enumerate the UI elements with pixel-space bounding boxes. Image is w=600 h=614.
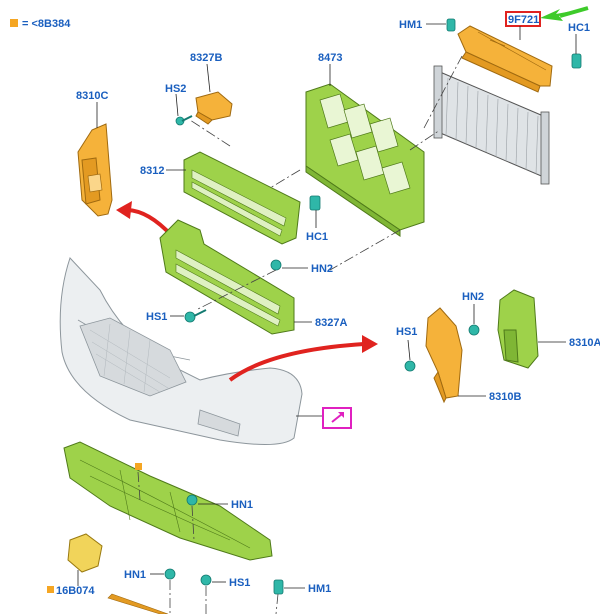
hc1-clip-mid: HC1 [306,195,328,243]
part-lower-shield [63,441,273,561]
hn2-nut-right: HN2 [462,291,484,336]
label-8327b: 8327B [190,52,222,64]
magenta-marker [322,407,352,429]
label-hm1-bottom: HM1 [308,583,331,595]
label-hs1-right: HS1 [396,326,417,338]
part-8312-grille: 8312 [140,151,301,245]
hc1-clip-top: HC1 [568,22,590,69]
bumper-cover [59,257,322,446]
hm1-fastener-bottom: HM1 [273,579,331,614]
red-arrow-right [228,335,378,382]
callout-9f721: 9F721 [505,6,589,40]
label-hm1-top: HM1 [399,19,422,31]
hn1-nut-mid: HN1 [186,494,253,541]
label-8473: 8473 [318,52,342,64]
label-8310a: 8310A [569,337,600,349]
part-8310a-deflector: 8310A [497,289,600,369]
bottom-strip [107,593,169,614]
hn1-nut-bottom: HN1 [124,568,176,614]
label-hn2-mid: HN2 [311,263,333,275]
label-hc1-mid: HC1 [306,231,328,243]
part-8327b-bracket: 8327B [190,52,233,125]
label-hc1-top: HC1 [568,22,590,34]
part-8327a-grille: 8327A [159,219,347,335]
part-9f721-deflector [457,25,553,93]
part-8310b-deflector: 8310B [425,307,521,404]
green-arrow [540,6,589,21]
label-8327a: 8327A [315,317,347,329]
legend-swatch [10,19,18,27]
legend-text: = <8B384 [22,18,71,30]
label-hs1-bottom: HS1 [229,577,250,589]
red-arrow-left [116,201,174,238]
label-8312: 8312 [140,165,164,177]
callout-box [505,11,541,27]
label-8310c: 8310C [76,90,108,102]
hs1-screw-bottom: HS1 [200,574,250,614]
label-9f721: 9F721 [508,14,539,26]
part-8473-frame: 8473 [305,52,425,237]
label-hn1-bottom: HN1 [124,569,146,581]
legend: = <8B384 [10,18,71,30]
label-hs2: HS2 [165,83,186,95]
label-16b074: 16B074 [56,585,95,597]
part-16b074-bracket: 16B074 [47,533,103,597]
hm1-fastener-top: HM1 [399,18,456,32]
bumper-mesh [79,317,187,397]
label-hs1-mid: HS1 [146,311,167,323]
radiator [433,65,550,185]
part-8310c-duct: 8310C [76,90,113,217]
legend-swatch-16b074 [47,586,54,593]
alignment-lines-top [189,55,463,271]
label-8310b: 8310B [489,391,521,403]
hs1-screw-right: HS1 [396,326,417,372]
label-hn1-mid: HN1 [231,499,253,511]
hn2-nut-mid: HN2 [195,259,333,311]
hs2-screw: HS2 [165,83,193,126]
hs1-screw-mid: HS1 [146,309,207,323]
label-hn2-right: HN2 [462,291,484,303]
